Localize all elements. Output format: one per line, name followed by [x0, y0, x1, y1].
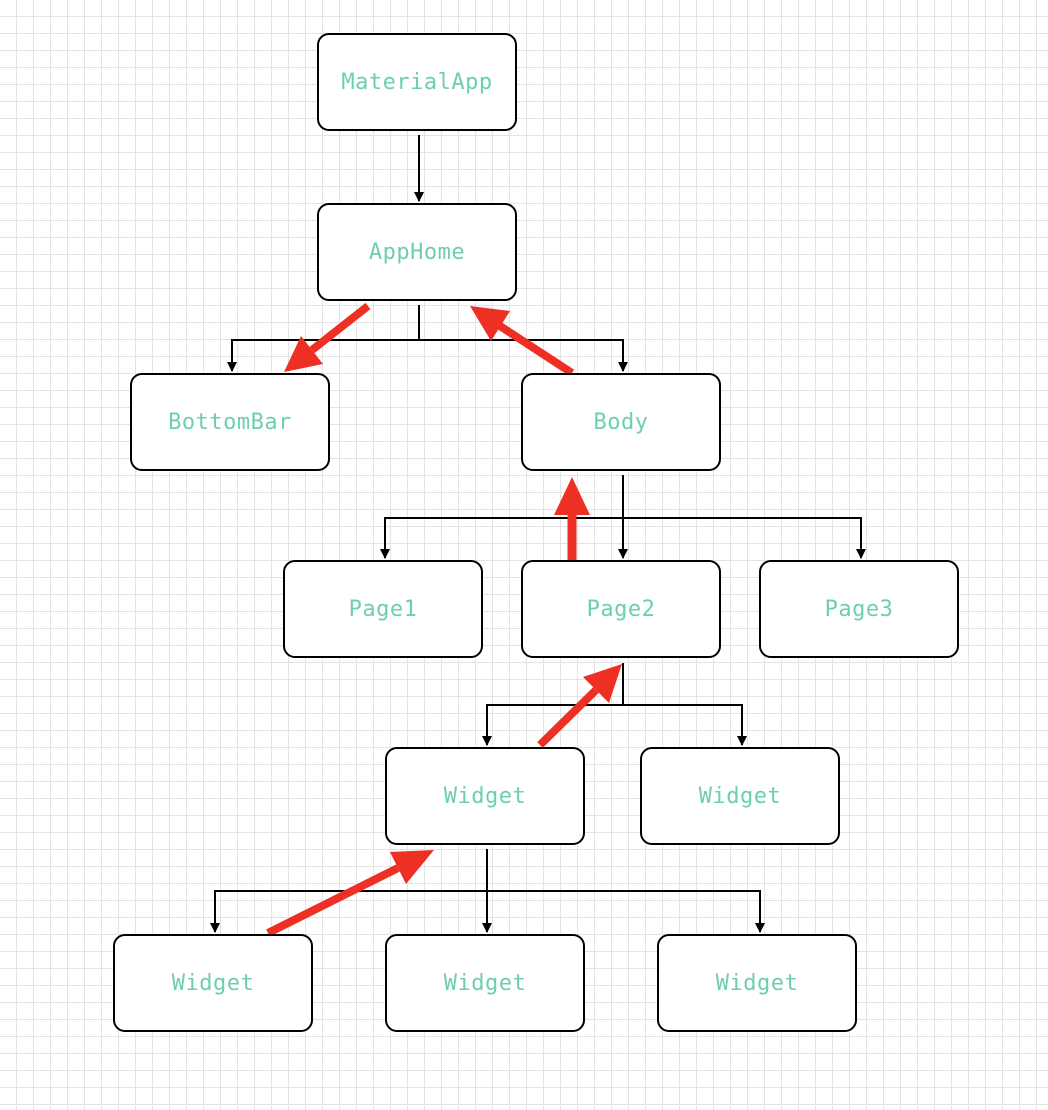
highlight-arrows [266, 302, 622, 937]
node-widget-mid-right: Widget [640, 747, 840, 845]
red-arrow-page2-to-body [554, 477, 590, 560]
node-widget-bottom-center: Widget [385, 934, 585, 1032]
connector-body-page1 [380, 475, 624, 559]
node-label: AppHome [368, 239, 466, 265]
node-materialapp: MaterialApp [317, 33, 517, 131]
node-body: Body [521, 373, 721, 471]
node-apphome: AppHome [317, 203, 517, 301]
red-arrow-apphome-to-bottombar [284, 302, 371, 372]
node-widget-bottom-right: Widget [657, 934, 857, 1032]
red-arrow-widget-to-widget [266, 850, 434, 937]
connector-apphome-body [419, 339, 628, 372]
node-label: BottomBar [168, 409, 292, 435]
red-arrow-widget-to-page2 [537, 664, 622, 748]
connector-widget-bottom-right [487, 890, 765, 933]
node-label: MaterialApp [341, 69, 493, 95]
node-label: Page3 [824, 596, 894, 622]
node-label: Body [593, 409, 649, 435]
node-label: Widget [171, 970, 255, 996]
node-label: Page1 [348, 596, 418, 622]
node-page3: Page3 [759, 560, 959, 658]
node-label: Widget [443, 970, 527, 996]
connector-page2-widget-right [623, 704, 747, 746]
red-arrow-body-to-apphome [470, 306, 575, 377]
node-label: Widget [443, 783, 527, 809]
node-widget-mid-left: Widget [385, 747, 585, 845]
node-label: Widget [715, 970, 799, 996]
node-widget-bottom-left: Widget [113, 934, 313, 1032]
connector-body-page3 [623, 517, 866, 559]
connector-page2-widget-left [482, 663, 624, 746]
node-page1: Page1 [283, 560, 483, 658]
node-bottombar: BottomBar [130, 373, 330, 471]
node-label: Widget [698, 783, 782, 809]
node-page2: Page2 [521, 560, 721, 658]
node-label: Page2 [586, 596, 656, 622]
